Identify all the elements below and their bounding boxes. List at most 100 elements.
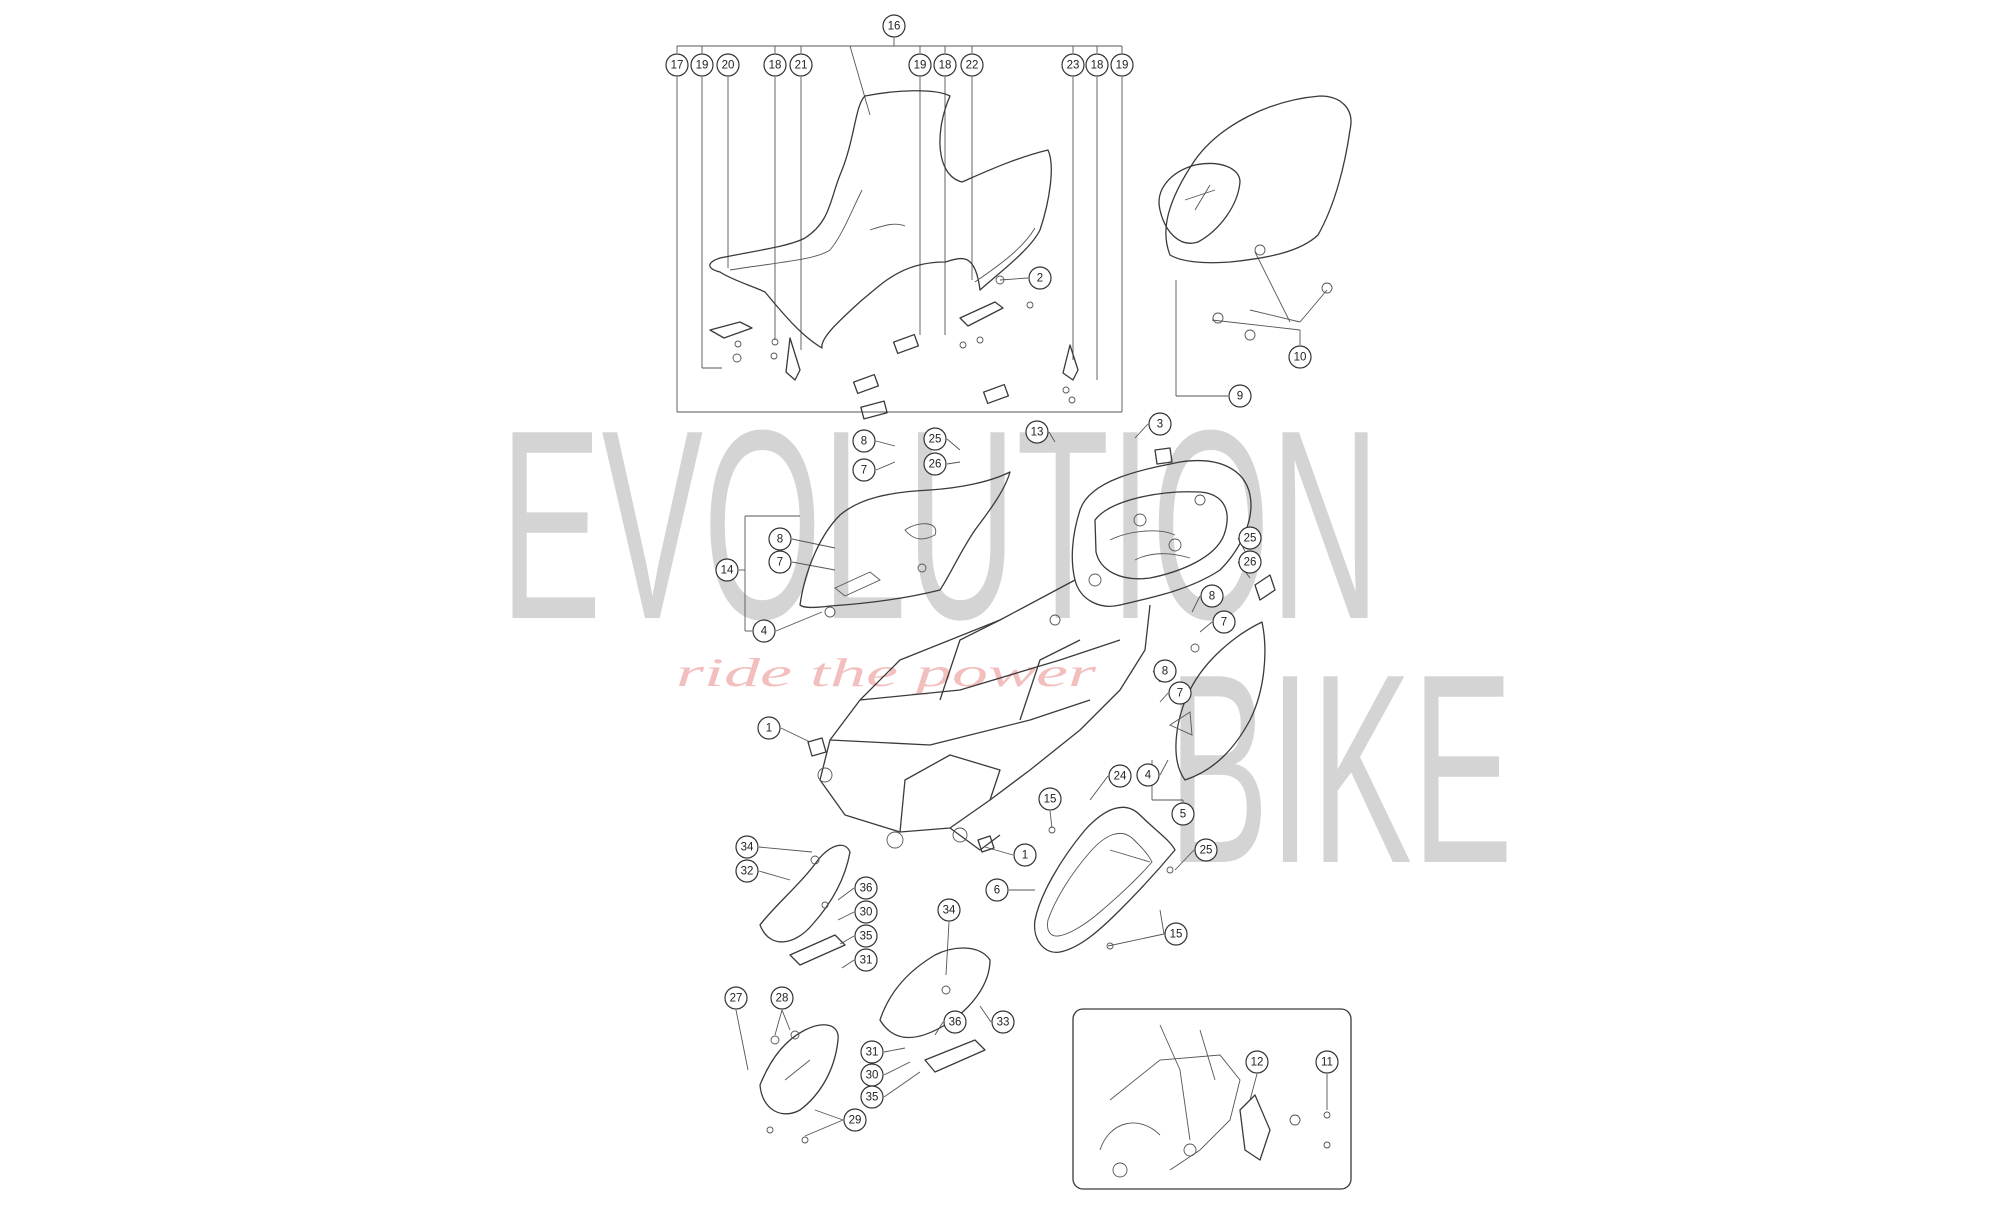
callout-8: 8 [1200,584,1224,608]
callout-22: 22 [960,53,984,77]
callout-6: 6 [985,878,1009,902]
callout-circle [1238,550,1262,574]
right-footrest-bracket [879,947,991,1073]
callout-7: 7 [1168,681,1192,705]
callout-circle [768,550,792,574]
callout-number: 30 [860,907,873,919]
callout-circle [724,986,748,1010]
callout-number: 10 [1294,352,1307,364]
callout-number: 18 [1091,60,1104,72]
callout-circle [1025,420,1049,444]
callout-26: 26 [923,452,947,476]
callout-circle [716,53,740,77]
callout-number: 7 [1221,617,1227,629]
callout-10: 10 [1288,345,1312,369]
callout-14: 14 [715,558,739,582]
callout-35: 35 [860,1085,884,1109]
callout-number: 8 [1162,666,1168,678]
callout-number: 12 [1251,1057,1264,1069]
callout-number: 17 [671,60,684,72]
callout-25: 25 [1194,838,1218,862]
callout-circle [1085,53,1109,77]
callout-circle [735,859,759,883]
callout-number: 14 [721,565,734,577]
callout-18: 18 [933,53,957,77]
callout-circle [715,558,739,582]
callout-34: 34 [735,835,759,859]
callout-number: 7 [777,557,783,569]
callout-circle [757,716,781,740]
callout-number: 29 [849,1115,862,1127]
rear-subframe [807,447,1252,853]
callout-circle [752,619,776,643]
callout-number: 26 [1244,557,1257,569]
leader-lines [676,38,1328,1137]
callout-15: 15 [1038,787,1062,811]
callout-number: 25 [929,434,942,446]
callout-circle [882,14,906,38]
callout-number: 20 [722,60,735,72]
callout-circle [943,1010,967,1034]
callout-36: 36 [943,1010,967,1034]
callout-number: 19 [696,60,709,72]
callout-circle [908,53,932,77]
callout-circle [1238,526,1262,550]
callout-4: 4 [752,619,776,643]
right-side-panel [1169,574,1276,781]
callout-9: 9 [1228,384,1252,408]
callout-circle [690,53,714,77]
watermark-line2: BIKE [1168,619,1513,920]
callout-number: 11 [1321,1057,1333,1069]
callout-number: 30 [866,1070,879,1082]
callout-25: 25 [923,427,947,451]
callout-34: 34 [937,898,961,922]
callout-29: 29 [843,1108,867,1132]
callout-number: 8 [1209,591,1215,603]
callout-16: 16 [882,14,906,38]
callout-circle [665,53,689,77]
callout-circle [763,53,787,77]
callout-number: 22 [966,60,979,72]
left-side-panel [799,471,1011,618]
callout-number: 33 [997,1017,1010,1029]
callout-number: 26 [929,459,942,471]
callout-circle [937,898,961,922]
callout-circle [1228,384,1252,408]
callout-circle [991,1010,1015,1034]
callout-20: 20 [716,53,740,77]
callout-number: 25 [1200,845,1213,857]
callout-number: 7 [1177,688,1183,700]
callout-circle [735,835,759,859]
callout-11: 11 [1315,1050,1339,1074]
callout-23: 23 [1061,53,1085,77]
callout-27: 27 [724,986,748,1010]
callout-8: 8 [852,429,876,453]
callout-17: 17 [665,53,689,77]
callout-number: 7 [861,465,867,477]
tail-undertray [1033,806,1176,953]
callout-24: 24 [1108,764,1132,788]
callout-number: 24 [1114,771,1127,783]
inset-detail-box [1072,1008,1352,1190]
callout-number: 8 [777,534,783,546]
callout-circle [1110,53,1134,77]
callout-circle [1038,787,1062,811]
callout-25: 25 [1238,526,1262,550]
callout-number: 8 [861,436,867,448]
callout-number: 28 [776,993,789,1005]
callout-number: 36 [949,1017,962,1029]
callout-circle [1194,838,1218,862]
callout-circle [1168,681,1192,705]
callout-circle [960,53,984,77]
callout-circle [854,948,878,972]
callout-circle [1212,610,1236,634]
rider-seat [709,90,1079,420]
callout-7: 7 [1212,610,1236,634]
callout-circle [923,452,947,476]
callout-18: 18 [763,53,787,77]
callout-33: 33 [991,1010,1015,1034]
callout-number: 32 [741,866,754,878]
callout-2: 2 [1028,266,1052,290]
callout-21: 21 [789,53,813,77]
